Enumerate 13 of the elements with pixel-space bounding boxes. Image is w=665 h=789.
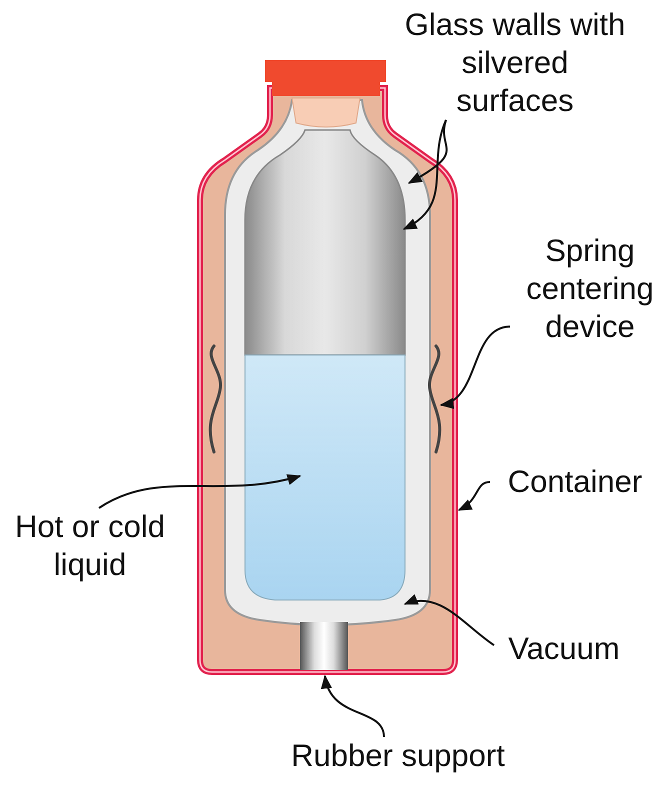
part-label: Vacuum xyxy=(494,630,634,668)
leader-line xyxy=(458,481,490,511)
leader-line xyxy=(402,120,447,230)
leader-line xyxy=(408,120,448,184)
part-label: Container xyxy=(490,463,660,501)
leader-line xyxy=(404,595,495,646)
part-label: Spring centering device xyxy=(510,232,665,346)
part-label: Hot or cold liquid xyxy=(0,508,180,584)
leader-line xyxy=(440,326,510,407)
leader-line xyxy=(98,474,302,509)
part-label: Glass walls with silvered surfaces xyxy=(400,6,630,120)
part-label: Rubber support xyxy=(258,737,538,775)
leader-line xyxy=(322,674,385,738)
